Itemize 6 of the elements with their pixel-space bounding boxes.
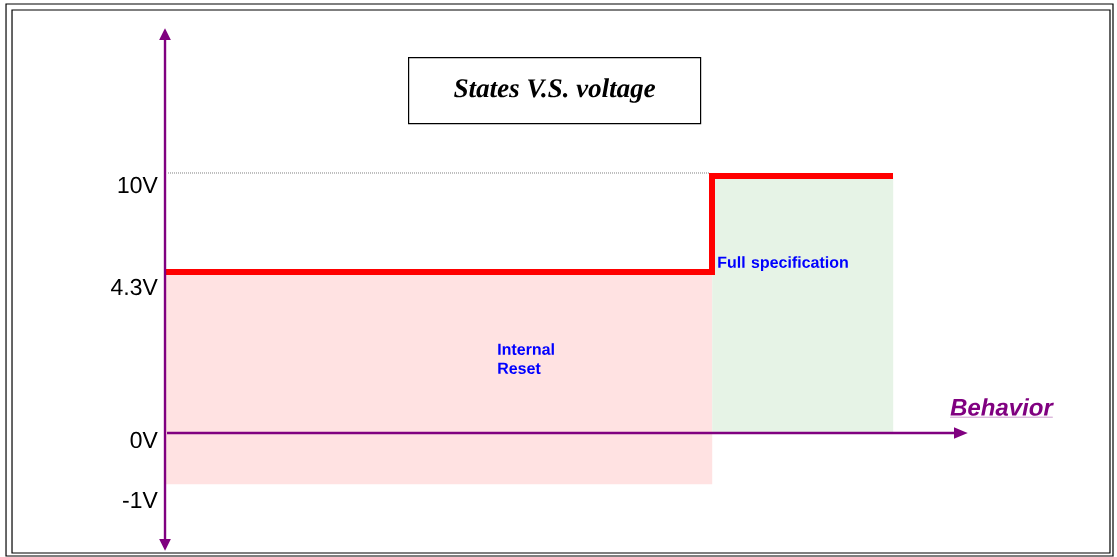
title-box: States V.S. voltage [408,57,702,125]
region-label: Full specification [718,256,848,272]
axis-title: Behavior [949,398,1054,418]
region-label: Internal Reset [498,343,554,374]
axis-tick-label: -1V [123,492,158,508]
axis-tick-label: 10V [118,176,158,194]
